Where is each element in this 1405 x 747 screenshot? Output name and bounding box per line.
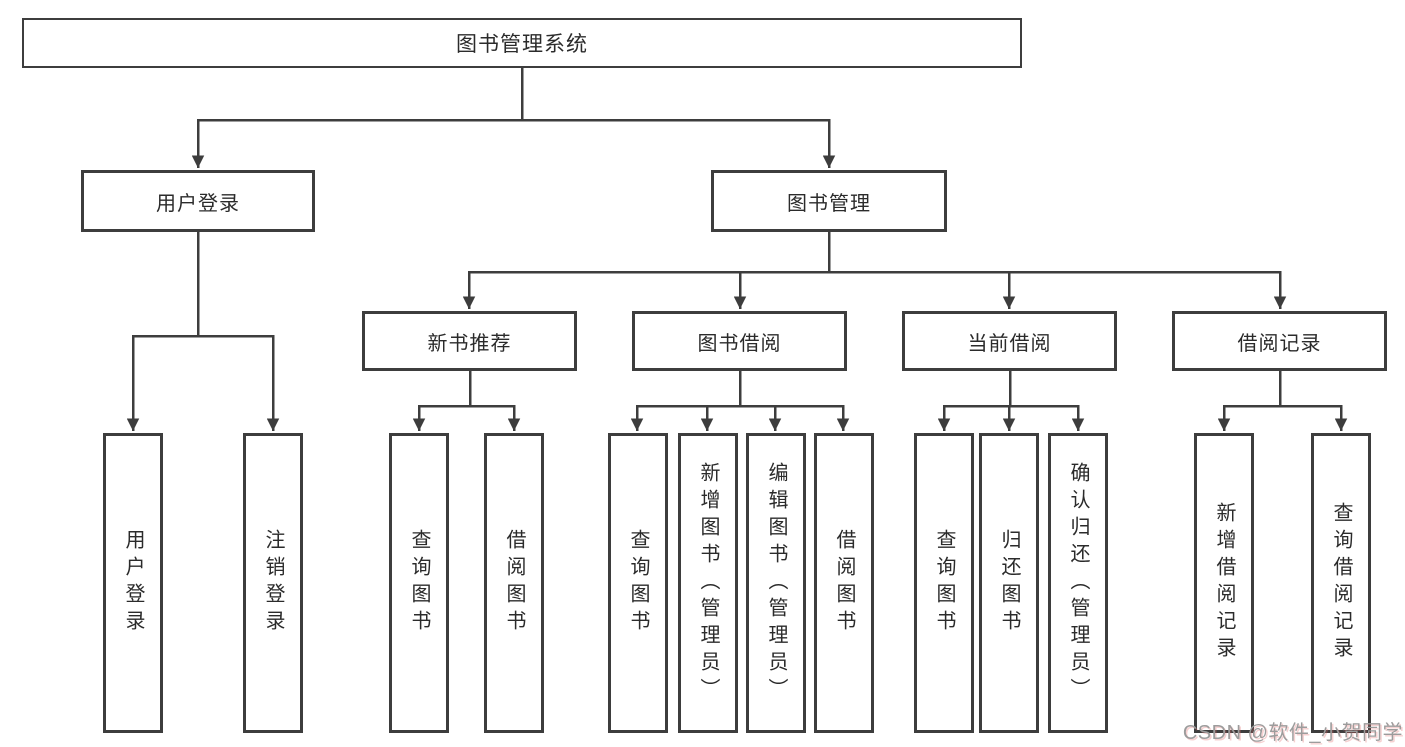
leaf-label: 查询图书 <box>933 529 955 637</box>
leaf-label: 查询图书 <box>627 529 649 637</box>
node-book-management: 图书管理 <box>711 170 947 232</box>
connector-root-branch <box>197 68 830 122</box>
leaf-logout: 注销登录 <box>243 433 303 733</box>
leaf-label: 新增借阅记录 <box>1213 502 1235 664</box>
node-current-borrow: 当前借阅 <box>902 311 1117 371</box>
connector-manage-branch <box>468 232 1281 274</box>
connector-login-branch <box>132 232 274 338</box>
connector-newbook-branch <box>418 371 515 408</box>
connector-record-branch <box>1223 371 1342 408</box>
leaf-confirm-return-admin: 确认归还（管理员） <box>1048 433 1108 733</box>
node-user-login: 用户登录 <box>81 170 315 232</box>
leaf-borrow-book: 借阅图书 <box>814 433 874 733</box>
leaf-query-book-current: 查询图书 <box>914 433 974 733</box>
leaf-label: 查询借阅记录 <box>1330 502 1352 664</box>
leaf-label: 注销登录 <box>262 529 284 637</box>
leaf-query-book-borrow: 查询图书 <box>608 433 668 733</box>
leaf-query-borrow-record: 查询借阅记录 <box>1311 433 1371 733</box>
leaf-query-book-recommend: 查询图书 <box>389 433 449 733</box>
node-borrow-record: 借阅记录 <box>1172 311 1387 371</box>
leaf-label: 编辑图书（管理员） <box>765 461 787 705</box>
connector-current-branch <box>943 371 1079 408</box>
leaf-label: 用户登录 <box>122 529 144 637</box>
leaf-add-book-admin: 新增图书（管理员） <box>678 433 738 733</box>
leaf-label: 新增图书（管理员） <box>697 461 719 705</box>
leaf-edit-book-admin: 编辑图书（管理员） <box>746 433 806 733</box>
connector-borrow-branch <box>636 371 844 408</box>
leaf-user-login: 用户登录 <box>103 433 163 733</box>
leaf-add-borrow-record: 新增借阅记录 <box>1194 433 1254 733</box>
leaf-borrow-book-recommend: 借阅图书 <box>484 433 544 733</box>
leaf-label: 归还图书 <box>998 529 1020 637</box>
csdn-watermark: CSDN @软件_小贺同学 <box>1182 722 1403 744</box>
leaf-label: 查询图书 <box>408 529 430 637</box>
leaf-label: 确认归还（管理员） <box>1067 461 1089 705</box>
node-book-borrow: 图书借阅 <box>632 311 847 371</box>
leaf-label: 借阅图书 <box>833 529 855 637</box>
leaf-return-book: 归还图书 <box>979 433 1039 733</box>
node-new-book-recommend: 新书推荐 <box>362 311 577 371</box>
node-system-root: 图书管理系统 <box>22 18 1022 68</box>
leaf-label: 借阅图书 <box>503 529 525 637</box>
